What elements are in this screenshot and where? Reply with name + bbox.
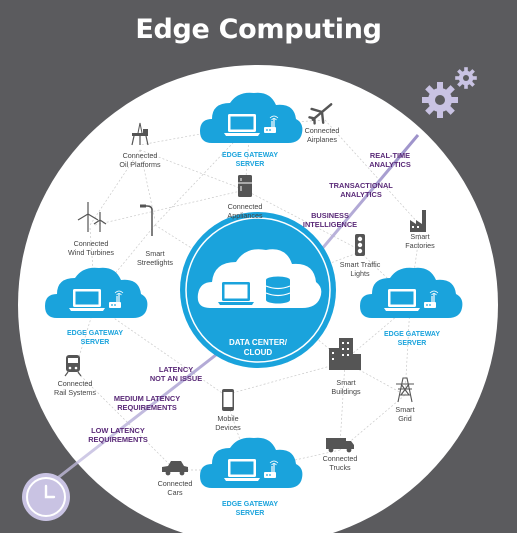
streetlights-line1: Smart [145,249,165,258]
transactional-line2: ANALYTICS [340,189,382,199]
label-appliances: Connected Appliances [215,202,275,220]
label-medium-latency: MEDIUM LATENCY REQUIREMENTS [105,394,189,412]
gateway-right-line2: SERVER [397,339,427,347]
airplanes-line1: Connected [304,126,340,135]
label-mobile-devices: Mobile Devices [200,414,256,432]
clock-icon [22,473,70,521]
label-factories: Smart Factories [392,232,448,250]
trucks-line2: Trucks [329,462,351,472]
appliances-line1: Connected [227,202,263,211]
wind-line2: Wind Turbines [68,247,114,257]
label-traffic-lights: Smart Traffic Lights [330,260,390,278]
wind-line1: Connected [73,239,109,248]
train-icon [64,355,82,377]
label-latency-not-issue: LATENCY NOT AN ISSUE [138,365,214,383]
realtime-line1: REAL-TIME [369,151,411,160]
database-icon [265,276,291,304]
wind-turbine-icon [77,202,107,232]
gateway-left-line1: EDGE GATEWAY [66,330,123,337]
buildings-line2: Buildings [331,386,361,396]
rail-line2: Rail Systems [54,387,96,397]
label-wind-turbines: Connected Wind Turbines [60,239,122,257]
label-streetlights: Smart Streetlights [125,249,185,267]
not-issue-line2: NOT AN ISSUE [149,373,203,383]
low-line2: REQUIREMENTS [88,434,148,444]
transactional-line1: TRANSACTIONAL [329,181,393,190]
not-issue-line1: LATENCY [158,365,194,374]
label-oil-platforms: Connected Oil Platforms [110,151,170,169]
grid-line2: Grid [398,413,412,423]
traffic-light-icon [355,234,365,256]
medium-line1: MEDIUM LATENCY [113,394,181,403]
label-realtime-analytics: REAL-TIME ANALYTICS [350,151,430,169]
traffic-line2: Lights [350,268,370,278]
gateway-bottom-line1: EDGE GATEWAY [221,501,278,508]
power-grid-icon [396,377,414,403]
oil-line2: Oil Platforms [119,159,161,169]
appliance-icon [238,175,252,197]
trucks-line1: Connected [322,454,358,463]
label-rail-systems: Connected Rail Systems [45,379,105,397]
cars-line2: Cars [167,487,183,497]
gateway-label-bottom: EDGE GATEWAY SERVER [200,501,300,518]
label-grid: Smart Grid [385,405,425,423]
buildings-line1: Smart [336,378,356,387]
gateway-label-right: EDGE GATEWAY SERVER [362,331,462,348]
gateway-top-line1: EDGE GATEWAY [221,152,278,159]
label-transactional-analytics: TRANSACTIONAL ANALYTICS [318,181,404,199]
label-cars: Connected Cars [147,479,203,497]
data-center-cloud [180,212,336,368]
realtime-line2: ANALYTICS [369,159,411,169]
oil-platform-icon [131,122,149,146]
bi-line2: INTELLIGENCE [302,219,358,229]
airplanes-line2: Airplanes [307,134,337,144]
page-title: Edge Computing [135,14,382,45]
data-center-line1: DATA CENTER/ [228,338,288,347]
grid-line1: Smart [395,405,415,414]
label-business-intelligence: BUSINESS INTELLIGENCE [292,211,368,229]
gateway-label-left: EDGE GATEWAY SERVER [45,330,145,347]
cars-line1: Connected [157,479,193,488]
mobile-device-icon [222,389,234,411]
label-buildings: Smart Buildings [318,378,374,396]
mobile-line2: Devices [215,422,241,432]
medium-line2: REQUIREMENTS [117,402,177,412]
low-line1: LOW LATENCY [91,426,145,435]
oil-line1: Connected [122,151,158,160]
bi-line1: BUSINESS [311,211,349,220]
streetlights-line2: Streetlights [137,257,173,267]
gears-icon [422,67,477,118]
truck-icon [326,438,354,453]
building-icon [329,338,361,370]
label-trucks: Connected Trucks [312,454,368,472]
factories-line1: Smart [410,232,430,241]
mobile-line1: Mobile [217,414,239,423]
factory-icon [410,210,426,232]
gateway-right-line1: EDGE GATEWAY [383,331,440,338]
traffic-line1: Smart Traffic [339,260,381,269]
factories-line2: Factories [405,240,435,250]
device-icons [64,103,426,476]
gateway-label-top: EDGE GATEWAY SERVER [200,152,300,169]
label-airplanes: Connected Airplanes [292,126,352,144]
data-center-label: DATA CENTER/ CLOUD [208,338,308,357]
appliances-line2: Appliances [227,210,263,220]
gateway-top-line2: SERVER [235,160,265,168]
gateway-bottom-line2: SERVER [235,509,265,517]
label-low-latency: LOW LATENCY REQUIREMENTS [76,426,160,444]
car-icon [162,461,188,476]
streetlight-icon [140,204,153,236]
airplane-icon [308,103,333,125]
data-center-line2: CLOUD [243,347,273,357]
rail-line1: Connected [57,379,93,388]
gateway-left-line2: SERVER [80,338,110,346]
